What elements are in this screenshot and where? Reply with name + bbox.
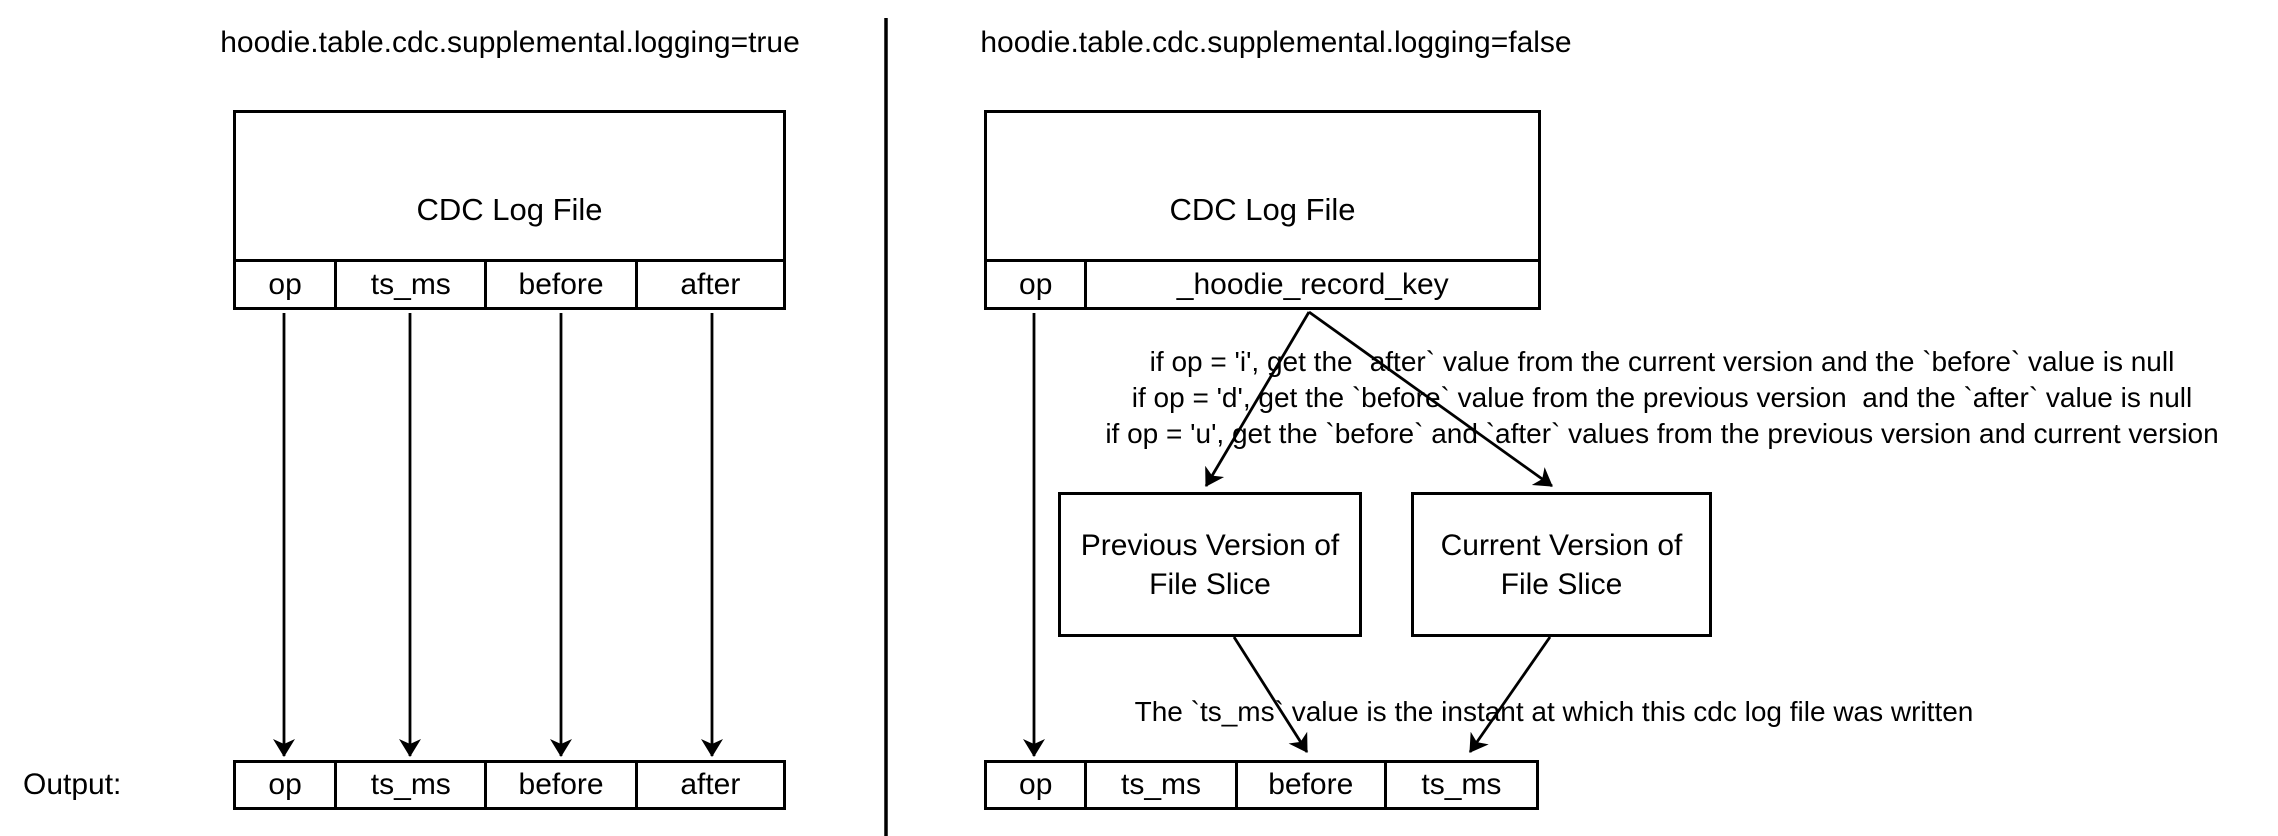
left-output-label: Output: <box>23 768 122 801</box>
right-cdc-log-file-label: CDC Log File <box>1169 192 1356 227</box>
right-output-row: op ts_ms before ts_ms <box>984 760 1539 810</box>
left-cdc-column-before: before <box>484 262 634 307</box>
right-cdc-column-hoodie-record-key: _hoodie_record_key <box>1084 262 1538 307</box>
right-output-cell-op: op <box>1019 768 1053 801</box>
left-cdc-log-file-box: CDC Log File op ts_ms before after <box>233 110 786 310</box>
left-cdc-columns-row: op ts_ms before after <box>236 259 783 307</box>
current-version-line1: Current Version of <box>1440 528 1683 562</box>
left-output-cell-before: before <box>484 763 634 807</box>
left-panel-title: hoodie.table.cdc.supplemental.logging=tr… <box>220 26 800 59</box>
right-cdc-log-file-box: CDC Log File op _hoodie_record_key <box>984 110 1541 310</box>
right-cdc-columns-row: op _hoodie_record_key <box>987 259 1538 307</box>
op-rules-text: if op = 'i', get the `after` value from … <box>1042 344 2278 452</box>
op-rule-update: if op = 'u', get the `before` and `after… <box>1105 418 2219 449</box>
current-version-file-slice-box: Current Version of File Slice <box>1411 492 1712 637</box>
left-cdc-log-file-label: CDC Log File <box>416 192 603 227</box>
op-rule-insert: if op = 'i', get the `after` value from … <box>1149 346 2175 377</box>
right-cdc-column-op: op <box>1019 267 1053 301</box>
left-output-cell-ts-ms: ts_ms <box>334 763 484 807</box>
current-version-line2: File Slice <box>1500 567 1623 601</box>
right-output-cell-ts-ms-2: ts_ms <box>1383 763 1536 807</box>
previous-version-line1: Previous Version of <box>1080 528 1340 562</box>
left-cdc-column-after: after <box>634 262 783 307</box>
left-output-cell-op: op <box>268 768 302 801</box>
left-output-row: op ts_ms before after <box>233 760 786 810</box>
op-rule-delete: if op = 'd', get the `before` value from… <box>1131 382 2193 413</box>
right-output-cell-ts-ms: ts_ms <box>1084 763 1234 807</box>
left-cdc-column-ts-ms: ts_ms <box>334 262 484 307</box>
previous-version-file-slice-box: Previous Version of File Slice <box>1058 492 1362 637</box>
right-output-cell-before: before <box>1234 763 1384 807</box>
left-output-cell-after: after <box>634 763 783 807</box>
left-cdc-column-op: op <box>268 267 302 301</box>
ts-ms-note: The `ts_ms` value is the instant at whic… <box>1134 696 1974 727</box>
right-panel-title: hoodie.table.cdc.supplemental.logging=fa… <box>980 26 1572 59</box>
previous-version-line2: File Slice <box>1149 567 1271 601</box>
